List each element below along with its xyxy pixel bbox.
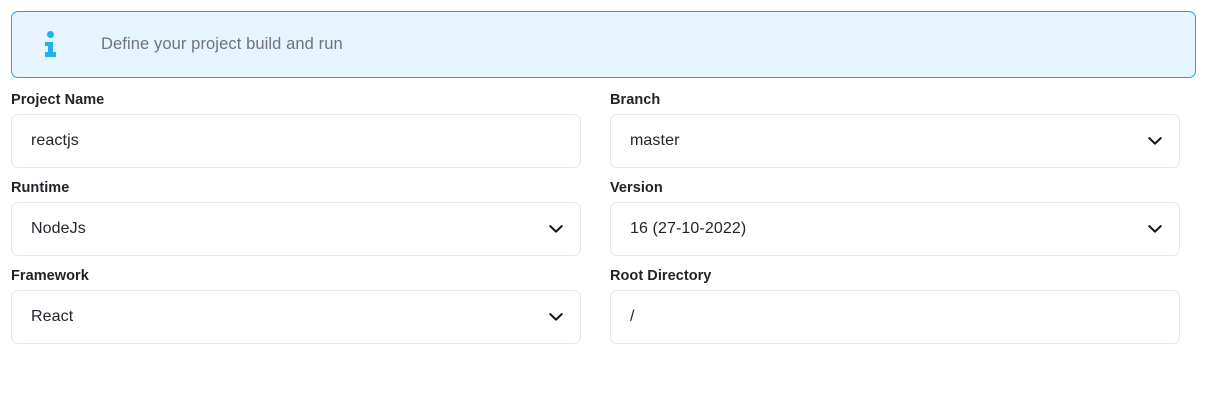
project-config-form: Project Name reactjs Branch master Runti… xyxy=(0,92,1230,356)
label-framework: Framework xyxy=(11,268,89,284)
label-root-directory: Root Directory xyxy=(610,268,712,284)
form-field-branch: Branch master xyxy=(600,92,1200,168)
project-name-value: reactjs xyxy=(31,132,79,149)
framework-value: React xyxy=(31,308,74,325)
label-runtime: Runtime xyxy=(11,180,70,196)
chevron-down-icon xyxy=(549,313,563,322)
branch-value: master xyxy=(630,132,680,149)
chevron-down-icon xyxy=(1148,225,1162,234)
form-field-framework: Framework React xyxy=(0,268,600,344)
chevron-down-icon xyxy=(549,225,563,234)
form-row: Runtime NodeJs Version 16 (27-10-2022) xyxy=(0,180,1230,256)
chevron-down-icon xyxy=(1148,137,1162,146)
root-directory-input[interactable]: / xyxy=(610,290,1180,344)
version-value: 16 (27-10-2022) xyxy=(630,220,747,237)
info-icon xyxy=(45,31,91,58)
info-banner: Define your project build and run xyxy=(11,11,1196,78)
project-name-input[interactable]: reactjs xyxy=(11,114,581,168)
label-project-name: Project Name xyxy=(11,92,105,108)
form-field-runtime: Runtime NodeJs xyxy=(0,180,600,256)
form-row: Framework React Root Directory / xyxy=(0,268,1230,344)
version-select[interactable]: 16 (27-10-2022) xyxy=(610,202,1180,256)
root-directory-value: / xyxy=(630,308,635,325)
label-branch: Branch xyxy=(610,92,661,108)
branch-select[interactable]: master xyxy=(610,114,1180,168)
form-row: Project Name reactjs Branch master xyxy=(0,92,1230,168)
form-field-root-directory: Root Directory / xyxy=(600,268,1200,344)
form-field-version: Version 16 (27-10-2022) xyxy=(600,180,1200,256)
info-banner-text: Define your project build and run xyxy=(101,35,343,53)
framework-select[interactable]: React xyxy=(11,290,581,344)
form-field-project-name: Project Name reactjs xyxy=(0,92,600,168)
runtime-select[interactable]: NodeJs xyxy=(11,202,581,256)
runtime-value: NodeJs xyxy=(31,220,86,237)
label-version: Version xyxy=(610,180,663,196)
